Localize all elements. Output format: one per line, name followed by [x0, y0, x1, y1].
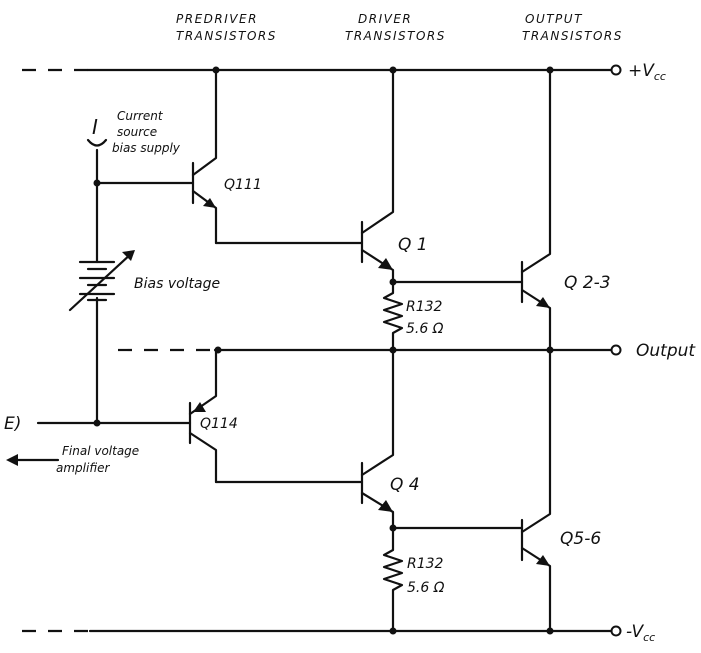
variable-arrow-icon [68, 250, 135, 312]
r132-top-value: 5.6 Ω [406, 321, 444, 337]
current-source: I Current source bias supply [86, 109, 181, 155]
header-predriver: PREDRIVER TRANSISTORS [176, 12, 277, 43]
header-output-line2: TRANSISTORS [522, 29, 623, 43]
positive-supply-rail: +Vcc [22, 61, 666, 83]
current-source-label-2: source [117, 125, 157, 139]
vcc-pos-label: +Vcc [628, 61, 666, 83]
resistor-r132-top: R132 5.6 Ω [382, 280, 444, 352]
r132-top-name: R132 [406, 299, 443, 315]
header-output-line1: OUTPUT [525, 12, 583, 26]
transistor-q23: Q 2-3 [520, 68, 611, 352]
header-predriver-line1: PREDRIVER [176, 12, 258, 26]
q114-label: Q114 [200, 416, 238, 432]
q111-label: Q111 [224, 177, 262, 193]
transistor-q4: Q 4 [360, 348, 420, 530]
header-driver-line1: DRIVER [358, 12, 412, 26]
transistor-q1: Q 1 [360, 68, 428, 284]
transistor-q114: Q114 [188, 348, 238, 484]
header-predriver-line2: TRANSISTORS [176, 29, 277, 43]
q4-label: Q 4 [390, 475, 420, 495]
current-source-symbol: I [92, 115, 98, 139]
q23-label: Q 2-3 [564, 273, 611, 293]
vcc-neg-terminal [610, 625, 622, 637]
r132-bottom-value: 5.6 Ω [407, 580, 445, 596]
header-driver-line2: TRANSISTORS [345, 29, 446, 43]
current-source-label-3: bias supply [112, 141, 181, 155]
header-driver: DRIVER TRANSISTORS [345, 12, 446, 43]
current-source-label-1: Current [117, 109, 164, 123]
bias-voltage-label: Bias voltage [134, 276, 220, 292]
bias-voltage-battery: Bias voltage [68, 250, 220, 312]
input-label: E) [4, 414, 21, 434]
output-line: Output [118, 341, 696, 361]
negative-supply-rail: -Vcc [22, 622, 655, 644]
q1-label: Q 1 [398, 235, 428, 255]
resistor-r132-bottom: R132 5.6 Ω [382, 526, 445, 633]
q56-label: Q5-6 [560, 529, 601, 549]
vcc-neg-label: -Vcc [626, 622, 655, 644]
vcc-pos-terminal [610, 64, 622, 76]
final-voltage-label-2: amplifier [56, 461, 110, 475]
final-voltage-label-1: Final voltage [62, 444, 139, 458]
r132-bottom-name: R132 [407, 556, 444, 572]
transistor-q56: Q5-6 [520, 348, 601, 633]
output-terminal [610, 344, 622, 356]
header-output: OUTPUT TRANSISTORS [522, 12, 623, 43]
transistor-q111: Q111 [95, 66, 262, 245]
input-section: E) Final voltage amplifier [4, 414, 192, 475]
output-label: Output [636, 341, 696, 361]
current-source-arrow-icon [86, 138, 108, 147]
